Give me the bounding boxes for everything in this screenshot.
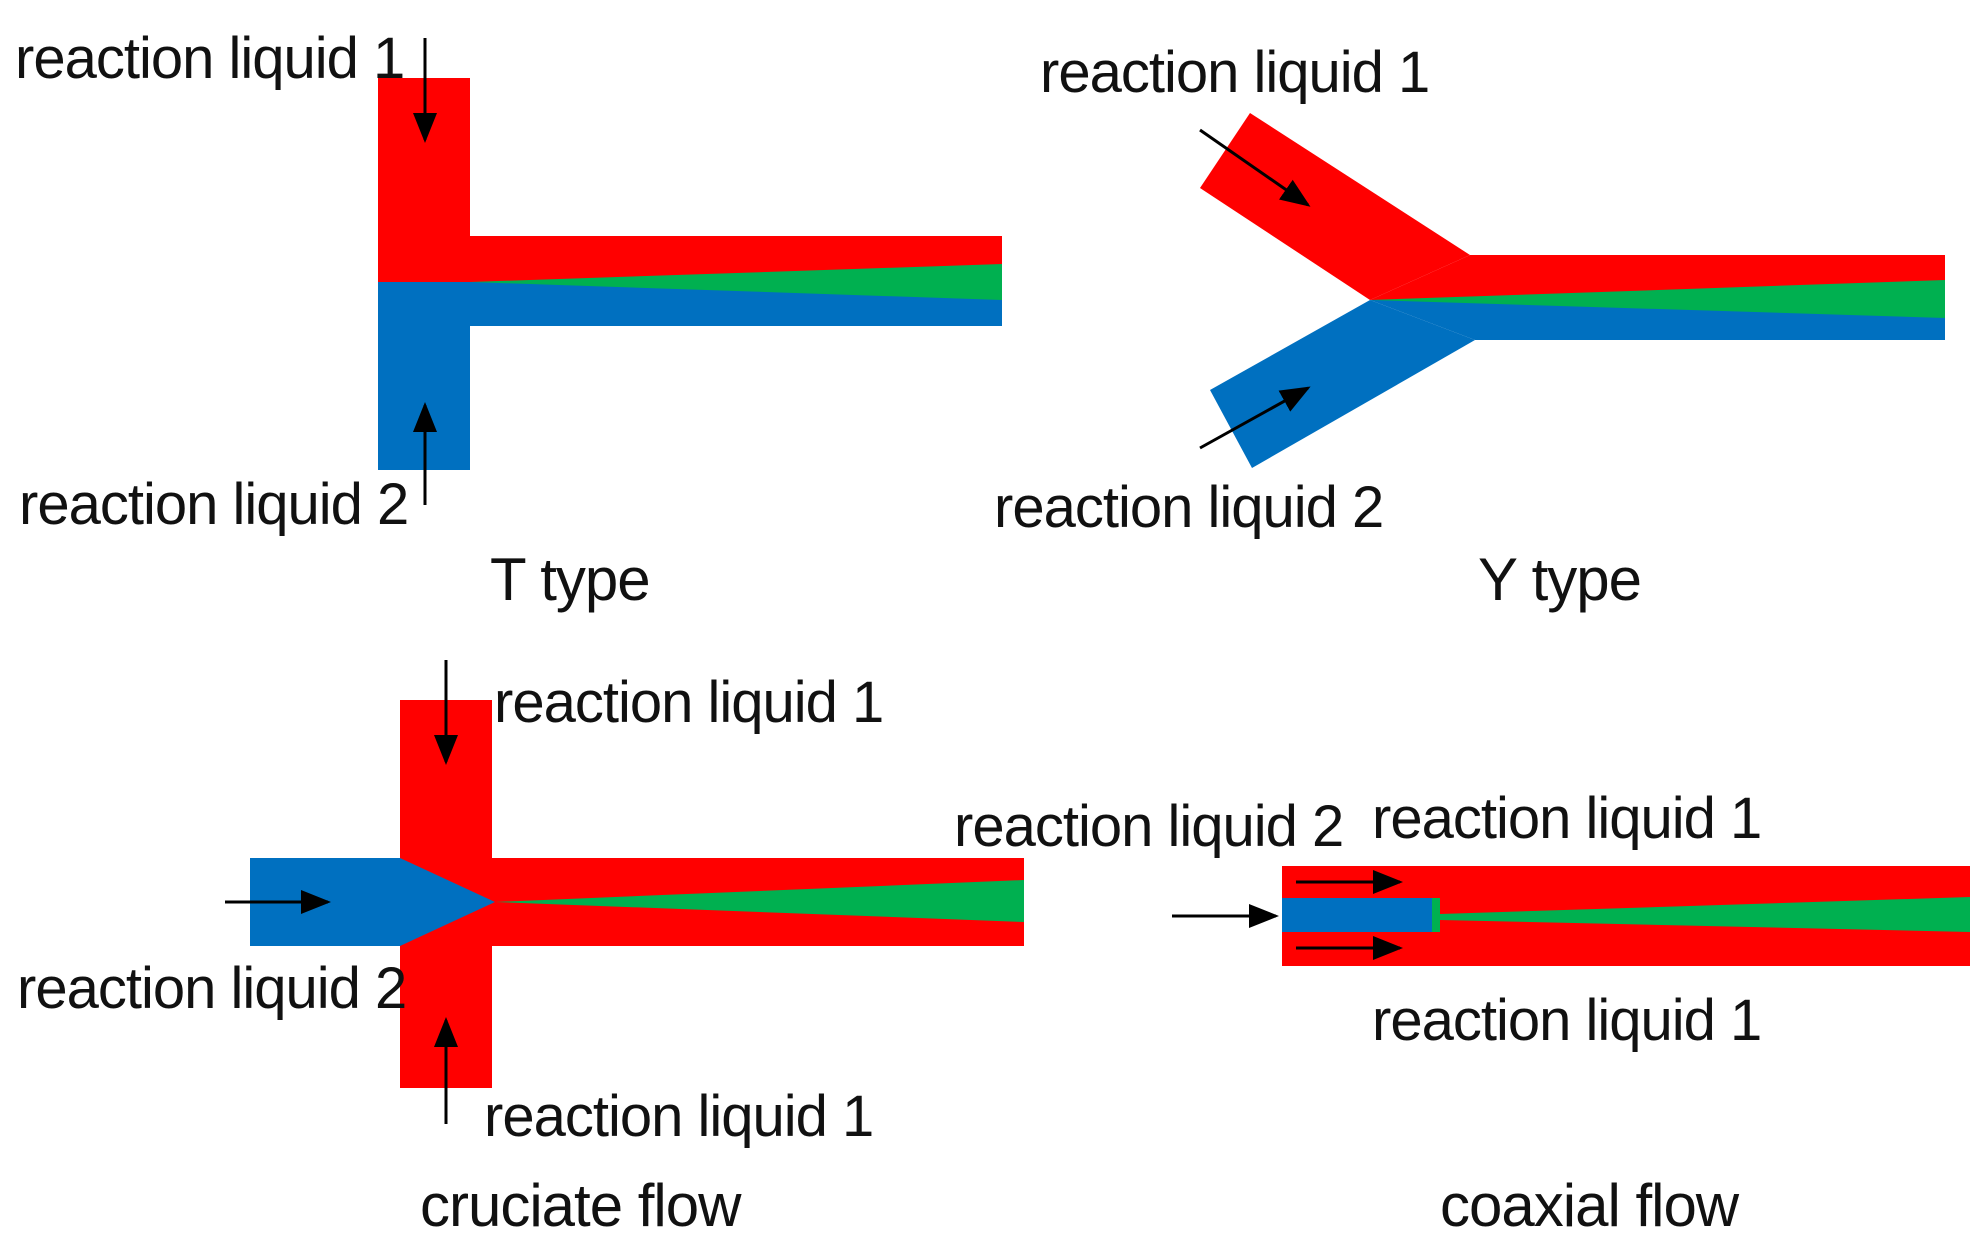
y-caption: Y type — [1478, 546, 1641, 613]
y-liquid1-arm — [1200, 113, 1470, 300]
y-arrow-liquid2 — [1199, 386, 1311, 450]
cruciate-liquid2-inlet — [250, 858, 495, 946]
cruciate-caption: cruciate flow — [420, 1172, 742, 1239]
y-arrow-liquid1 — [1199, 128, 1311, 207]
coaxial-liquid2-core — [1282, 898, 1434, 932]
t-type-panel: reaction liquid 1 reaction liquid 2 T ty… — [15, 26, 1002, 613]
t-caption: T type — [490, 546, 650, 613]
cruciate-label-left: reaction liquid 2 — [17, 956, 406, 1021]
cruciate-label-bottom: reaction liquid 1 — [484, 1084, 873, 1149]
y-type-channel — [1200, 113, 1945, 468]
t-mixing-zone — [470, 264, 1002, 300]
y-type-panel: reaction liquid 1 reaction liquid 2 Y ty… — [994, 40, 1945, 613]
cruciate-label-top: reaction liquid 1 — [494, 670, 883, 735]
y-label-top: reaction liquid 1 — [1040, 40, 1429, 105]
cruciate-mixing-zone — [495, 880, 1024, 922]
t-type-channel — [378, 78, 1002, 470]
t-label-bottom: reaction liquid 2 — [19, 472, 408, 537]
coaxial-mixing-zone — [1432, 897, 1970, 932]
y-liquid2-arm — [1210, 300, 1475, 468]
coaxial-label-top: reaction liquid 1 — [1372, 786, 1761, 851]
y-mixing-zone — [1370, 280, 1945, 318]
coaxial-caption: coaxial flow — [1440, 1172, 1740, 1239]
y-label-bottom: reaction liquid 2 — [994, 475, 1383, 540]
cruciate-channel — [250, 700, 1024, 1088]
coaxial-panel: reaction liquid 2 reaction liquid 1 reac… — [954, 786, 1970, 1239]
t-label-top: reaction liquid 1 — [15, 26, 404, 91]
coaxial-label-bottom: reaction liquid 1 — [1372, 988, 1761, 1053]
cruciate-panel: reaction liquid 1 reaction liquid 2 reac… — [17, 660, 1024, 1239]
coaxial-label-inner: reaction liquid 2 — [954, 794, 1343, 859]
